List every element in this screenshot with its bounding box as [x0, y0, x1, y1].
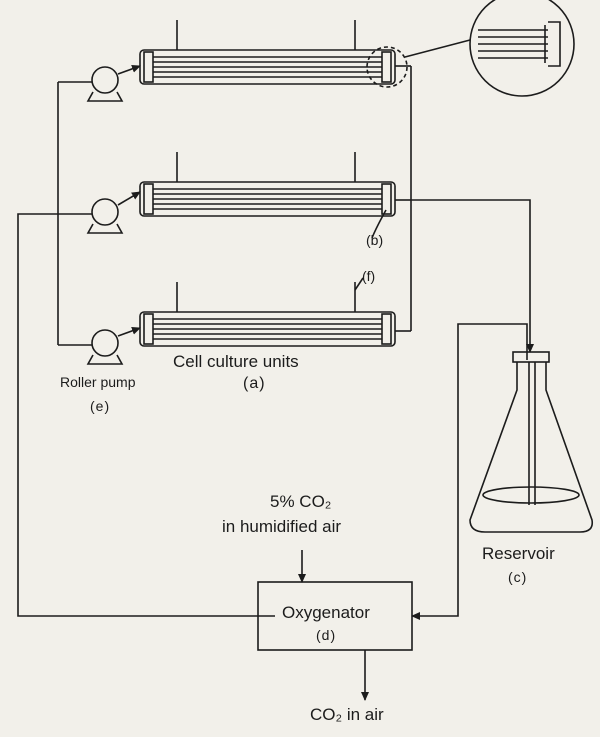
reservoir-label: Reservoir	[482, 544, 555, 563]
cell-culture-units-label: Cell culture units	[173, 352, 299, 371]
callout-f-label: (f)	[362, 268, 376, 284]
roller-pump-label: Roller pump	[60, 374, 136, 390]
reservoir-to-oxygenator-line	[411, 323, 528, 620]
gas-inlet-label-line1: 5% CO₂	[270, 492, 332, 511]
roller-pump-tag: (e)	[90, 398, 111, 414]
reservoir-tag: (c)	[508, 569, 528, 585]
oxygenator-tag: (d)	[316, 627, 337, 643]
cell-culture-unit-2	[139, 152, 396, 217]
oxygenator-label: Oxygenator	[282, 603, 370, 622]
gas-outlet-label: CO₂ in air	[310, 705, 384, 724]
callout-f-leader	[354, 277, 364, 291]
cell-culture-units-tag: (a)	[243, 375, 266, 392]
to-reservoir-line	[411, 199, 534, 353]
cell-culture-unit-3	[139, 282, 396, 347]
roller-pump-3-icon	[86, 329, 124, 365]
roller-pump-1-icon	[86, 66, 124, 102]
callout-b-leader	[371, 209, 387, 239]
callout-b-label: (b)	[366, 232, 384, 248]
detail-marker-circle	[366, 46, 408, 88]
roller-pump-2-icon	[86, 198, 124, 234]
gas-inlet-label-line2: in humidified air	[222, 517, 342, 536]
return-line	[17, 213, 275, 617]
hollow-fiber-detail-icon	[469, 0, 575, 97]
oxygenator-box	[257, 581, 413, 651]
reservoir-flask-icon	[469, 351, 594, 533]
cell-culture-unit-1	[139, 20, 396, 85]
